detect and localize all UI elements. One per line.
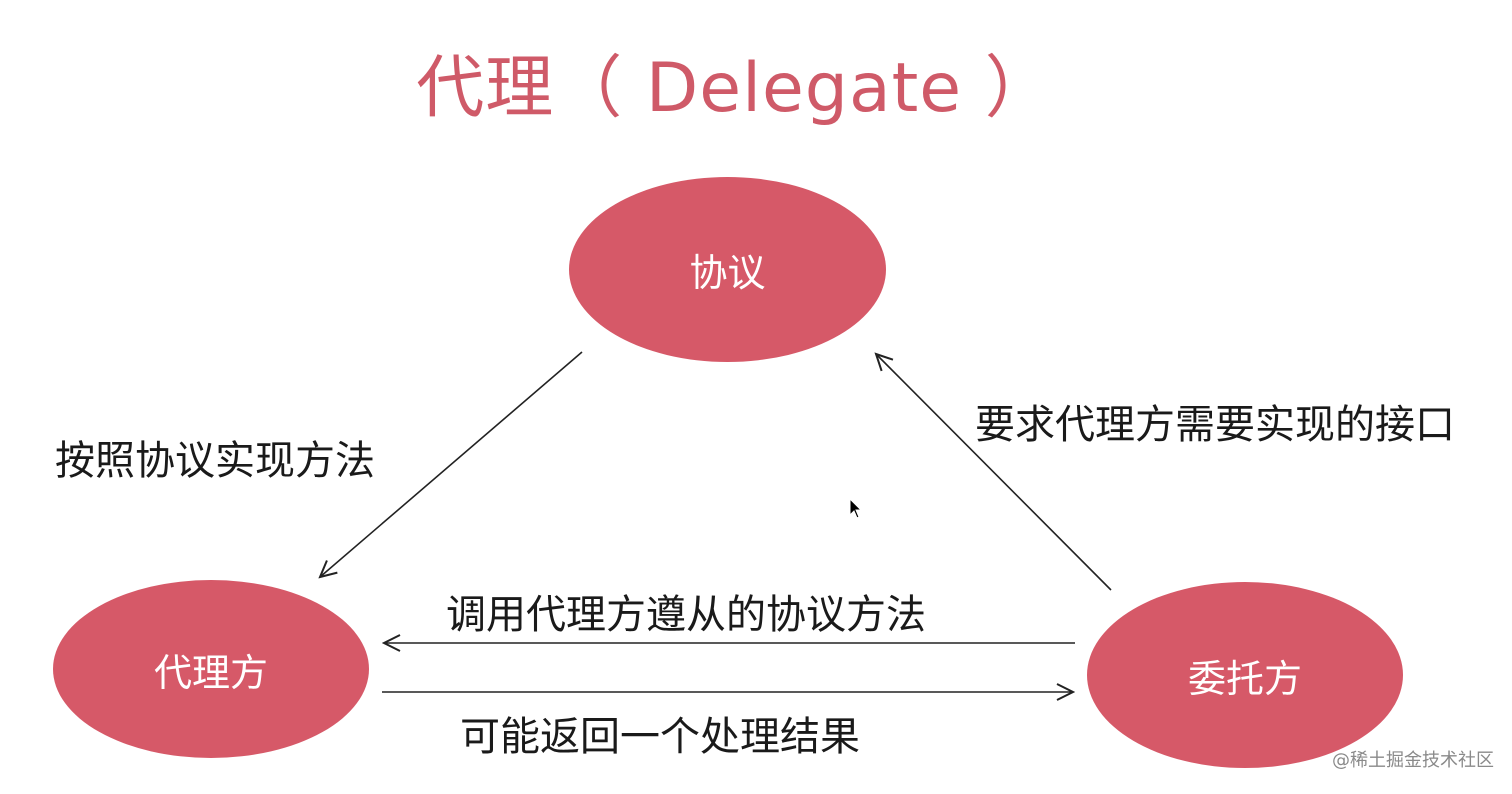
node-delegate-label: 代理方 [153,650,268,695]
mouse-pointer-icon [849,498,863,519]
page-title: 代理（ Delegate ） [416,49,1054,128]
watermark: @稀土掘金技术社区 [1332,750,1494,771]
node-delegate: 代理方 [53,580,369,758]
edge-label-return: 可能返回一个处理结果 [460,714,860,760]
arrow-delegator-to-protocol [876,354,1112,591]
edge-label-implement: 按照协议实现方法 [55,438,375,484]
node-delegator-label: 委托方 [1187,656,1302,701]
edge-label-call: 调用代理方遵从的协议方法 [446,592,926,638]
node-protocol: 协议 [569,177,886,362]
node-delegator: 委托方 [1087,582,1403,768]
node-protocol-label: 协议 [689,251,766,295]
arrow-protocol-to-delegate [320,351,583,577]
edge-label-require: 要求代理方需要实现的接口 [975,402,1455,448]
